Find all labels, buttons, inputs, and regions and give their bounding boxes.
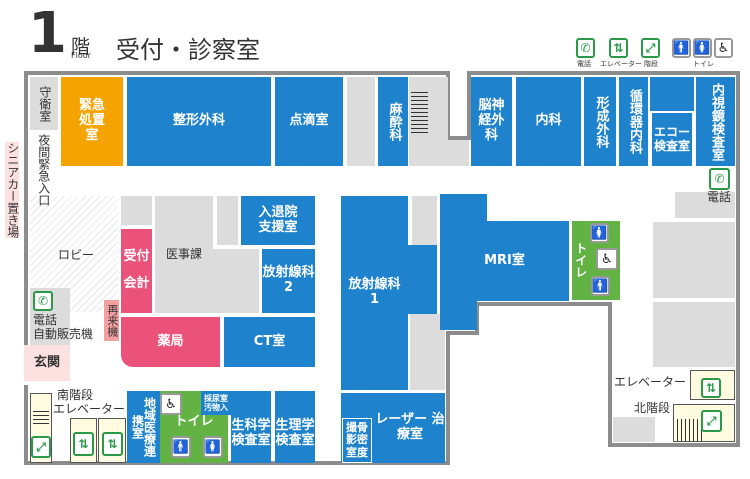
- echo-top: [650, 77, 694, 111]
- female-legend-icon: 🚺: [693, 38, 712, 58]
- senior-car-parking: シニアカー置き場: [5, 142, 20, 238]
- reception-accounting[interactable]: 受付 会計: [121, 229, 152, 313]
- legend-stairs: 階段: [644, 60, 658, 68]
- anesthesia: 麻酔科: [378, 77, 408, 166]
- stairs-icon: ⤢: [701, 410, 722, 432]
- accessible-toilet-icon: ♿: [596, 248, 618, 270]
- storage: [217, 196, 238, 245]
- urine-collection: 採尿室 汚物入: [201, 391, 231, 415]
- ct-room: CT室: [224, 317, 315, 367]
- legend-toilet: トイレ: [693, 60, 714, 68]
- female-toilet-icon: 🚺: [203, 436, 223, 458]
- cardiology: 循環器内科: [619, 77, 648, 166]
- floor-kanji: 階: [71, 36, 91, 58]
- mri-lower: [440, 300, 477, 330]
- emergency-room: 緊急処置室: [61, 77, 123, 166]
- phone-icon: ✆: [33, 291, 53, 311]
- entrance[interactable]: 玄関: [24, 345, 70, 381]
- male-toilet-icon: 🚹: [171, 436, 191, 458]
- stairs-legend-icon: ⤢: [641, 38, 660, 58]
- storage: [206, 249, 259, 313]
- storage: [347, 77, 375, 166]
- biochem-lab: 生科学 検査室: [231, 391, 271, 463]
- south-elevator-label: エレベーター: [53, 402, 126, 416]
- north-elevator-label: エレベーター: [614, 375, 687, 389]
- pharmacy: 薬局: [121, 317, 220, 367]
- regional-liaison: 地域医療連携室: [127, 391, 160, 463]
- phone-area-right: [675, 192, 735, 218]
- mri-room: MRI室: [440, 221, 569, 301]
- male-toilet-icon: 🚹: [591, 276, 610, 296]
- legend-elevator: エレベーター: [600, 60, 642, 68]
- toilet-south-label: トイレ: [174, 414, 214, 429]
- elevator-legend-icon: ⇅: [609, 38, 628, 58]
- female-toilet-icon: 🚺: [590, 223, 609, 243]
- stairs-icon: ⤢: [31, 436, 51, 458]
- endoscopy: 内視鏡検査室: [696, 77, 735, 166]
- orthopedics: 整形外科: [127, 77, 271, 166]
- legend-phone: 電話: [577, 60, 591, 68]
- radiology-1: 放射線科 1: [341, 196, 408, 390]
- guard-room: 守衛室: [30, 77, 58, 130]
- floor-number: 1: [28, 1, 67, 66]
- floor-en: Floor: [71, 51, 91, 60]
- infusion-room: 点滴室: [275, 77, 343, 166]
- accessible-toilet-icon: ♿: [160, 393, 182, 415]
- storage: [121, 196, 152, 225]
- internal-medicine: 内科: [516, 77, 581, 166]
- storage: [613, 417, 655, 442]
- reception-label: 受付: [123, 249, 150, 265]
- regional-liaison-label: 地域医療連携室: [130, 397, 157, 457]
- mri-upper: [440, 194, 487, 224]
- neurosurgery: 脳神経外科: [471, 77, 512, 166]
- accessible-legend-icon: ♿: [714, 38, 733, 58]
- phone-icon: ✆: [709, 168, 730, 190]
- bone-density-room: 撮骨 影密 室度: [342, 418, 372, 463]
- stairwell-landing: [448, 140, 469, 166]
- plastic-surgery: 形成外科: [584, 77, 616, 166]
- radiology-1-ext: [408, 245, 437, 314]
- north-stairs-label: 北階段: [634, 401, 671, 415]
- phone-legend-icon: ✆: [576, 38, 595, 58]
- page-title: 受付・診察室: [116, 36, 260, 64]
- toilet-center-label: トイレ: [573, 242, 588, 278]
- storage: [410, 314, 445, 390]
- radiology-2: 放射線科 2: [262, 249, 315, 313]
- admission-support: 入退院支援室: [241, 196, 315, 245]
- lobby-label: ロビー: [58, 248, 95, 262]
- accounting-label: 会計: [123, 276, 150, 291]
- elevator-icon: ⇅: [73, 432, 94, 456]
- storage: [653, 222, 735, 298]
- physiology-lab: 生理学 検査室: [275, 391, 315, 463]
- south-stairs-label: 南階段: [57, 388, 94, 402]
- echo-room: エコー検査室: [650, 111, 694, 166]
- medical-affairs: 医事課: [155, 196, 213, 313]
- stairwell: [409, 77, 448, 166]
- elevator-icon: ⇅: [701, 378, 721, 398]
- storage: [653, 302, 735, 367]
- storage: [412, 196, 437, 245]
- male-legend-icon: 🚹: [672, 38, 691, 58]
- phone-label-right: 電話: [707, 190, 732, 204]
- elevator-icon: ⇅: [102, 432, 123, 456]
- night-entrance: 夜間緊急入口: [36, 134, 51, 206]
- reentry-machine: 再来機: [104, 300, 119, 341]
- phone-vending-label: 電話 自動販売機: [33, 313, 94, 341]
